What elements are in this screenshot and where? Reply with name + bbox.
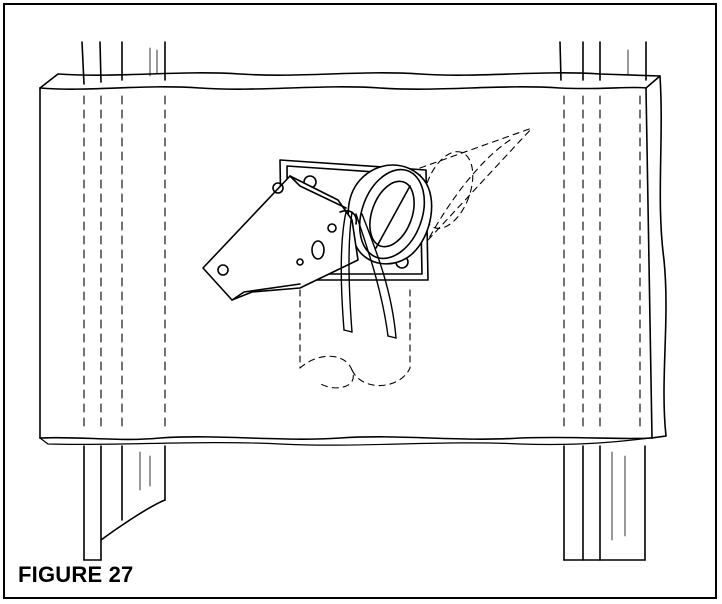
left-stud-bottom — [83, 445, 166, 561]
electrical-box — [299, 289, 411, 389]
speaker-wires — [340, 211, 397, 339]
mounting-bracket — [202, 175, 359, 301]
figure-caption: FIGURE 27 — [18, 562, 134, 587]
speaker-housing — [347, 164, 433, 265]
right-stud-bottom — [563, 445, 646, 561]
wallboard-panel — [39, 72, 667, 446]
hidden-studs — [83, 95, 641, 433]
speaker-projection — [419, 127, 533, 241]
left-stud-top — [81, 41, 166, 85]
